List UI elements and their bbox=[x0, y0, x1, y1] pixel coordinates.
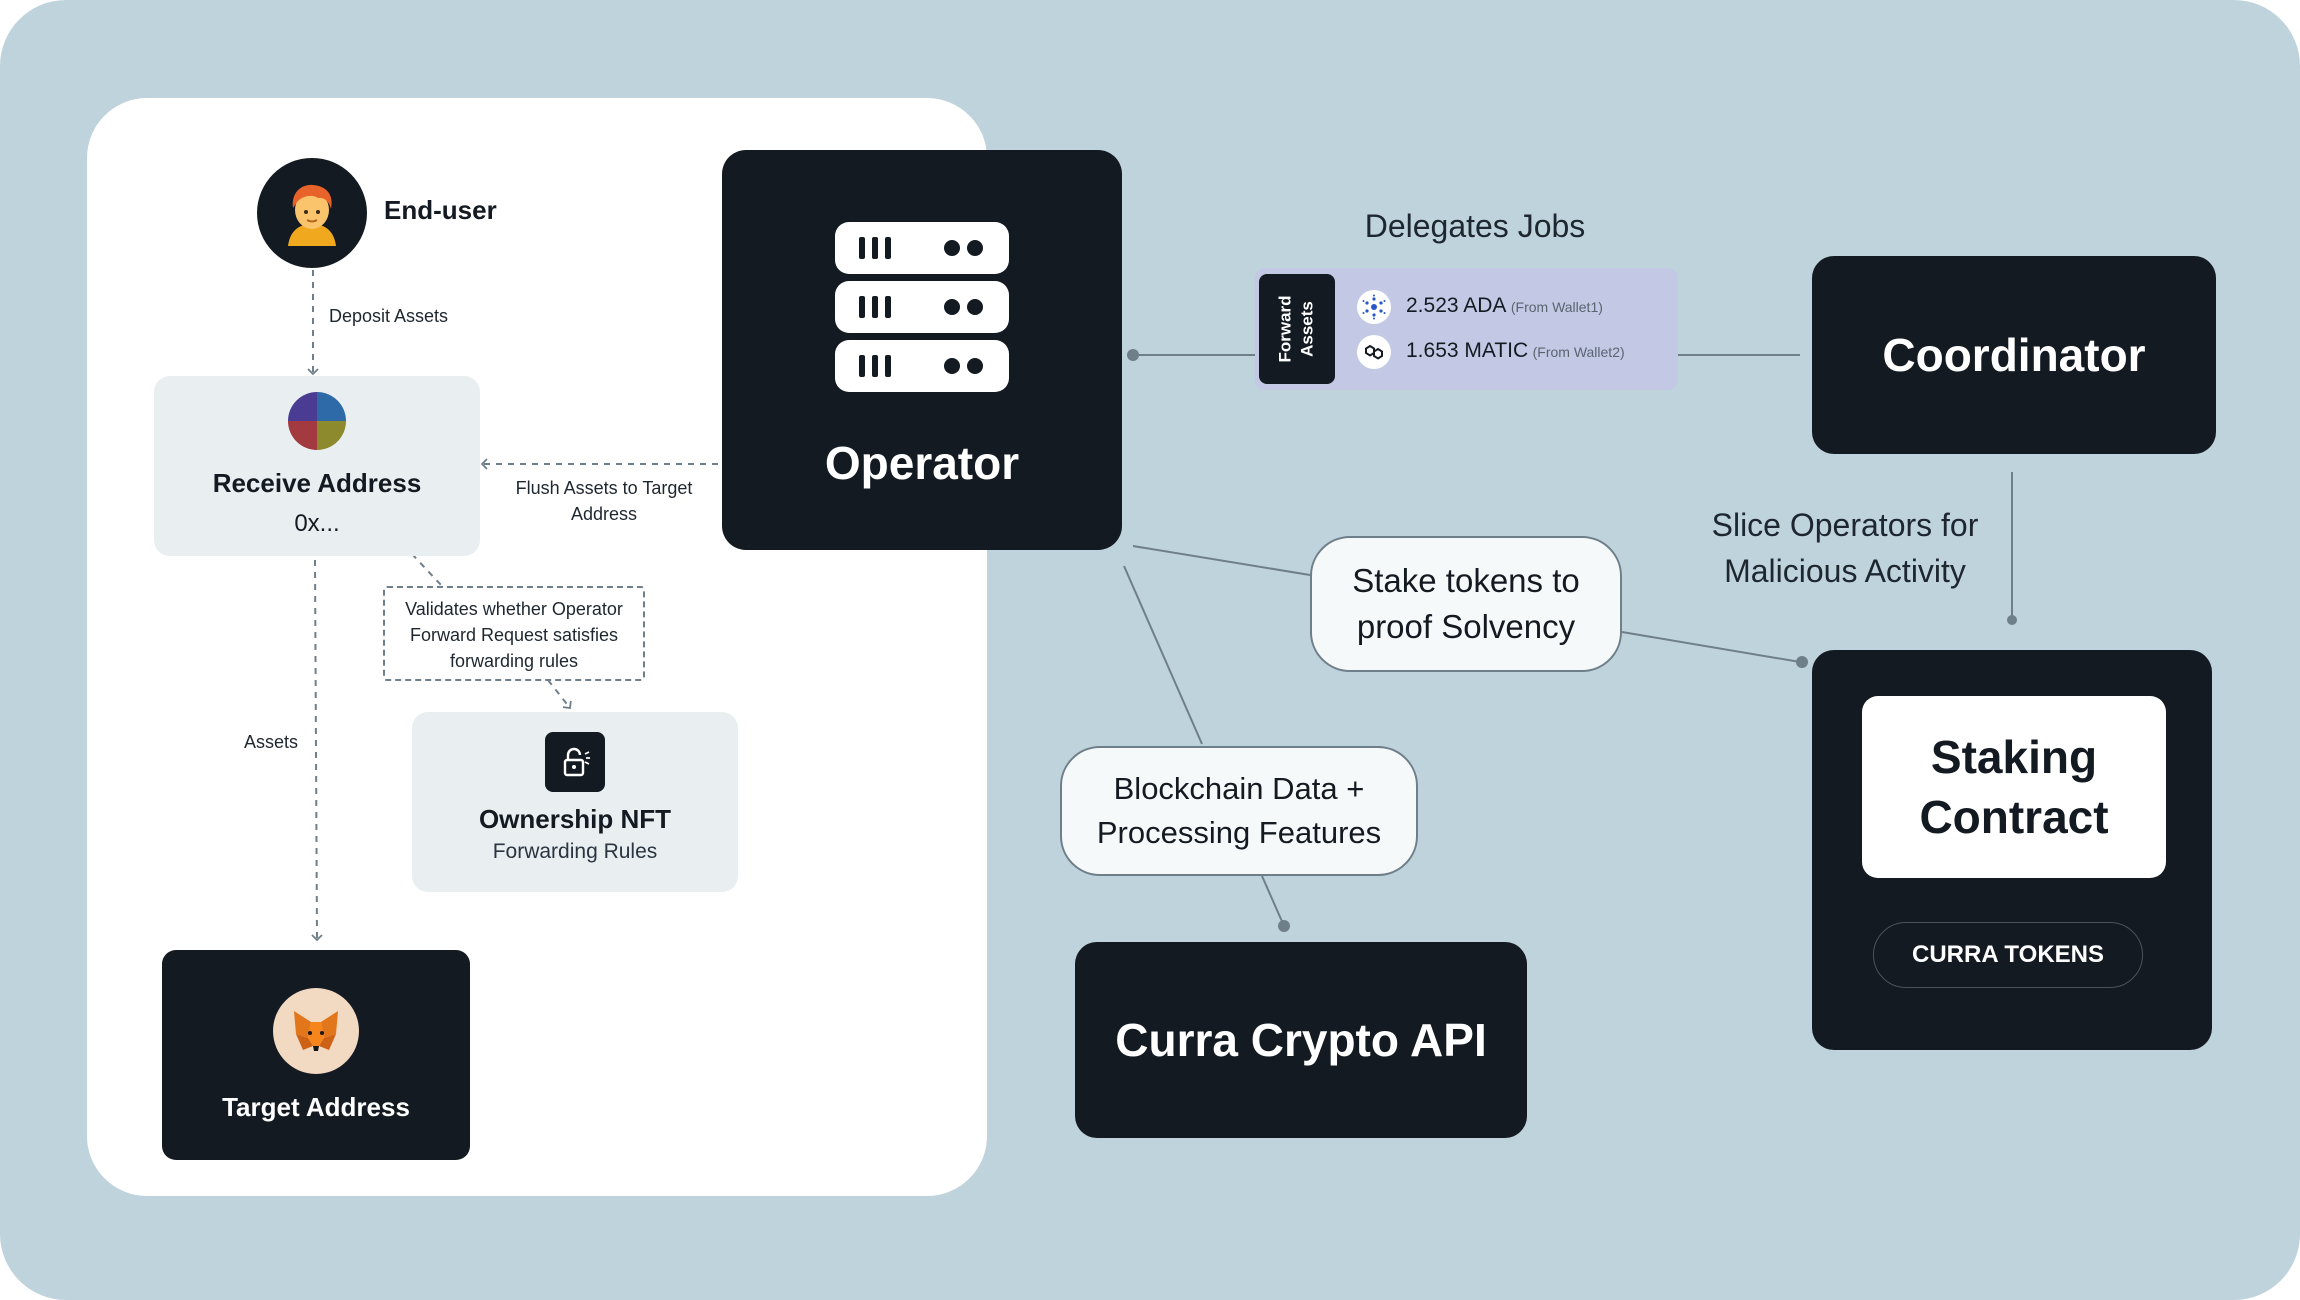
forward-assets-card: Forward Assets 2.523 ADA (From Wallet1) bbox=[1255, 268, 1678, 390]
staking-contract-card: Staking Contract bbox=[1862, 696, 2166, 878]
validation-line-1: Validates whether Operator bbox=[405, 599, 623, 619]
end-user-label: End-user bbox=[384, 195, 497, 225]
forward-label-line-2: Assets bbox=[1298, 301, 1317, 357]
stake-line-1: Stake tokens to bbox=[1352, 562, 1580, 599]
end-user-avatar bbox=[257, 158, 367, 268]
operator-node: Operator bbox=[722, 150, 1122, 550]
coordinator-node: Coordinator bbox=[1812, 256, 2216, 454]
operator-label: Operator bbox=[824, 437, 1020, 489]
curra-tokens-badge: CURRA TOKENS bbox=[1873, 922, 2143, 988]
staking-title-line-2: Contract bbox=[1919, 791, 2109, 843]
validation-link-bottom bbox=[547, 679, 572, 710]
connector-dot bbox=[2007, 615, 2017, 625]
slice-line-1: Slice Operators for bbox=[1711, 507, 1979, 543]
curra-crypto-api-node: Curra Crypto API bbox=[1075, 942, 1527, 1138]
stake-staking-link bbox=[1621, 631, 1801, 663]
forward-item-1: 2.523 ADA (From Wallet1) bbox=[1406, 294, 1603, 318]
curra-crypto-api-label: Curra Crypto API bbox=[1115, 1014, 1487, 1066]
cardano-icon bbox=[1357, 290, 1391, 324]
multichain-pie-icon bbox=[288, 392, 346, 450]
operator-stake-link bbox=[1132, 545, 1311, 576]
forward-item-2-source: (From Wallet2) bbox=[1532, 344, 1625, 360]
flush-assets-label: Flush Assets to Target Address bbox=[494, 475, 714, 527]
validation-link-top bbox=[411, 553, 443, 587]
stake-line-2: proof Solvency bbox=[1356, 608, 1576, 645]
ownership-nft-node: Ownership NFT Forwarding Rules bbox=[412, 712, 738, 892]
forward-item-2: 1.653 MATIC (From Wallet2) bbox=[1406, 339, 1625, 363]
curra-tokens-label: CURRA TOKENS bbox=[1911, 941, 2104, 968]
forward-item-2-amount: 1.653 MATIC bbox=[1406, 339, 1529, 362]
flush-assets-line-2: Address bbox=[570, 504, 638, 524]
forward-assets-tab: Forward Assets bbox=[1259, 274, 1335, 384]
connector-dot bbox=[1796, 656, 1808, 668]
target-address-node: Target Address bbox=[162, 950, 470, 1160]
delegates-jobs-label: Delegates Jobs bbox=[1364, 208, 1586, 244]
assets-label: Assets bbox=[244, 732, 299, 752]
slice-line-2: Malicious Activity bbox=[1724, 553, 1966, 589]
slice-operators-label: Slice Operators for Malicious Activity bbox=[1640, 502, 2050, 594]
connector-dot bbox=[1127, 349, 1139, 361]
fox-icon bbox=[294, 1011, 338, 1051]
staking-contract-node: Staking Contract CURRA TOKENS bbox=[1812, 650, 2212, 1050]
connector-dot bbox=[1278, 920, 1290, 932]
receive-address-node: Receive Address 0x... bbox=[154, 376, 480, 556]
assets-arrow bbox=[311, 559, 323, 942]
ownership-nft-title: Ownership NFT bbox=[478, 804, 672, 834]
server-icon bbox=[835, 222, 1009, 392]
validation-rule-box: Validates whether Operator Forward Reque… bbox=[383, 586, 645, 681]
deposit-assets-label: Deposit Assets bbox=[329, 306, 449, 326]
blockchain-data-label: Blockchain Data + Processing Features bbox=[1060, 746, 1418, 876]
forward-assets-vertical-label: Forward Assets bbox=[1275, 295, 1319, 362]
flush-assets-line-1: Flush Assets to Target bbox=[515, 478, 693, 498]
blockchain-line-1: Blockchain Data + bbox=[1113, 771, 1365, 806]
staking-title-line-1: Staking bbox=[1930, 731, 2098, 783]
receive-address-title: Receive Address bbox=[212, 468, 422, 498]
lock-icon bbox=[545, 732, 605, 792]
ownership-nft-subtitle: Forwarding Rules bbox=[492, 840, 658, 863]
operator-blockchain-link bbox=[1123, 565, 1203, 745]
blockchain-api-link bbox=[1261, 875, 1285, 927]
forward-item-1-amount: 2.523 ADA bbox=[1406, 294, 1507, 317]
blockchain-line-2: Processing Features bbox=[1096, 815, 1382, 850]
polygon-icon bbox=[1357, 335, 1391, 369]
receive-address-value: 0x... bbox=[294, 510, 340, 537]
target-address-label: Target Address bbox=[222, 1092, 410, 1122]
person-icon bbox=[288, 184, 336, 246]
forward-item-1-source: (From Wallet1) bbox=[1510, 299, 1603, 315]
metamask-avatar bbox=[273, 988, 359, 1074]
validation-line-3: forwarding rules bbox=[449, 651, 579, 671]
validation-line-2: Forward Request satisfies bbox=[409, 625, 619, 645]
coordinator-label: Coordinator bbox=[1882, 329, 2146, 381]
stake-tokens-label: Stake tokens to proof Solvency bbox=[1310, 536, 1622, 672]
forward-label-line-1: Forward bbox=[1276, 295, 1295, 363]
